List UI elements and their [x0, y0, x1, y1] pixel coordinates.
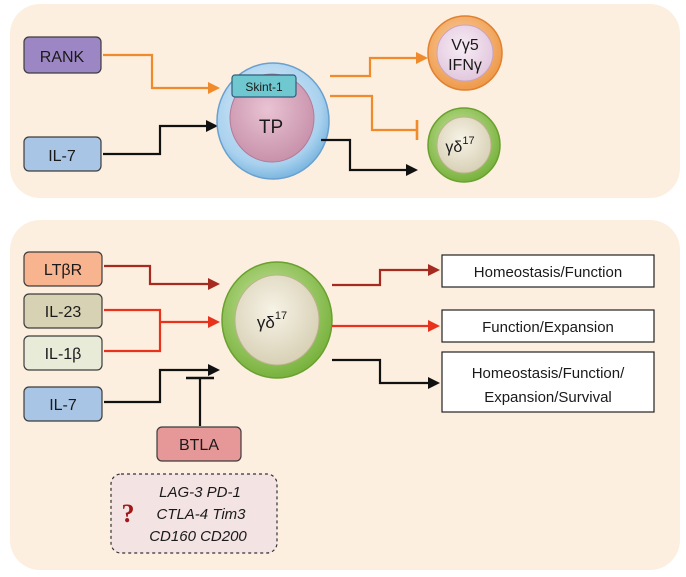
il23-line [104, 308, 162, 353]
il23-label: IL-23 [45, 304, 82, 321]
gd17-top-arrowhead [406, 164, 418, 176]
il7-top-arrowhead [206, 120, 218, 132]
btla-box: BTLA [156, 426, 242, 462]
btla-label: BTLA [179, 437, 219, 454]
outcome-3-line2: Expansion/Survival [484, 389, 612, 406]
tp-to-gd17-arrow [321, 138, 410, 172]
outcome-box-2: Function/Expansion [441, 309, 655, 343]
skint1-box [231, 74, 297, 98]
outcome-2-label: Function/Expansion [482, 319, 614, 336]
ltbr-box: LTβR [23, 251, 103, 287]
rank-to-tp-arrow [103, 53, 212, 90]
il7-bottom-arrowhead [208, 364, 220, 376]
tp-label: TP [259, 117, 283, 138]
vg5-cell: Vγ5 IFNγ [427, 15, 503, 91]
il7-box-bottom: IL-7 [23, 386, 103, 422]
rank-box: RANK [23, 36, 102, 74]
gd17-bottom-cell: γδ17 [221, 261, 333, 379]
out-arrowhead-3 [428, 377, 440, 389]
out-arrowhead-2 [428, 320, 440, 332]
checkpoint-line-1: LAG-3 PD-1 [159, 484, 241, 501]
checkpoint-box: ? LAG-3 PD-1 CTLA-4 Tim3 CD160 CD200 [110, 473, 278, 554]
gd17-bottom-label: γδ17 [257, 310, 287, 332]
il23-box: IL-23 [23, 293, 103, 329]
il7-label-bottom: IL-7 [49, 397, 77, 414]
il7-box-top: IL-7 [23, 136, 102, 172]
rank-label: RANK [40, 49, 85, 66]
rank-arrowhead [208, 82, 220, 94]
skint1-label: Skint-1 [245, 80, 283, 94]
vg5-arrowhead [416, 52, 428, 64]
question-mark-icon: ? [122, 499, 135, 528]
gd17-top-cell: γδ17 [427, 107, 501, 183]
out-arrow-1 [332, 268, 432, 287]
cytokine-arrowhead [208, 316, 220, 328]
out-arrowhead-1 [428, 264, 440, 276]
checkpoint-line-3: CD160 CD200 [149, 528, 247, 545]
il7-to-tp-arrow [103, 124, 210, 156]
ltbr-arrowhead [208, 278, 220, 290]
il1b-box: IL-1β [23, 335, 103, 371]
outcome-box-1: Homeostasis/Function [441, 254, 655, 288]
il7-bottom-arrow [104, 368, 212, 404]
tp-inhibit-gd17 [330, 94, 417, 132]
ltbr-arrow [104, 264, 212, 286]
ifng-label: IFNγ [448, 57, 482, 74]
out-arrow-3 [332, 358, 432, 385]
gd17-top-label: γδ17 [445, 135, 474, 156]
top-panel [10, 4, 680, 198]
outcome-box-3: Homeostasis/Function/ Expansion/Survival [441, 351, 655, 413]
ltbr-label: LTβR [44, 262, 82, 279]
tp-to-vg5-arrow [330, 56, 420, 78]
outcome-3-line1: Homeostasis/Function/ [472, 365, 625, 382]
il1b-label: IL-1β [45, 346, 82, 363]
outcome-1-label: Homeostasis/Function [474, 264, 622, 281]
tp-cell: Skint-1 TP [216, 62, 330, 180]
vg5-label: Vγ5 [451, 37, 479, 54]
checkpoint-line-2: CTLA-4 Tim3 [156, 506, 246, 523]
il7-label-top: IL-7 [48, 148, 76, 165]
